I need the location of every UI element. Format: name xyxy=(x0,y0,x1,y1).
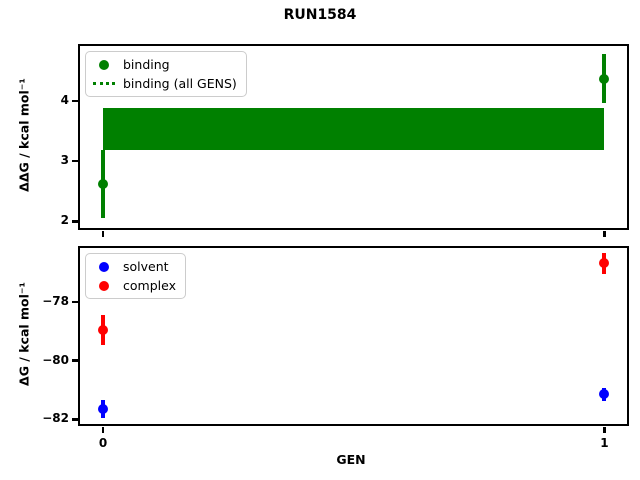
y-tick-mark xyxy=(71,220,78,223)
binding-legend: binding binding (all GENS) xyxy=(85,51,247,97)
binding-plot-panel: 2 3 4 binding binding (all GENS) xyxy=(61,44,629,237)
data-point-binding-gen0 xyxy=(98,179,109,190)
y-tick-label: −78 xyxy=(42,293,69,308)
y-tick-mark xyxy=(71,99,78,103)
x-tick-label: 0 xyxy=(98,436,108,450)
x-tick-mark xyxy=(603,426,606,433)
y-tick-label: −82 xyxy=(42,411,69,426)
binding-plot-area: 2 3 4 xyxy=(61,46,627,237)
legend-label-binding-all-gens: binding (all GENS) xyxy=(123,76,237,91)
data-point-solvent-gen0 xyxy=(98,404,109,415)
y-tick-label: 2 xyxy=(60,213,69,228)
x-tick-mark xyxy=(101,426,105,433)
bottom-y-axis-label: ΔG / kcal mol⁻¹ xyxy=(16,282,32,386)
data-point-complex-gen0 xyxy=(98,324,109,335)
data-point-binding-gen1 xyxy=(599,73,610,84)
legend-label-complex: complex xyxy=(123,278,176,293)
free-energy-plot-panel: −78 −80 −82 0 1 solvent complex xyxy=(42,246,629,450)
x-tick-label: 1 xyxy=(600,436,609,450)
x-tick-mark xyxy=(101,230,105,237)
legend-entry-complex: complex xyxy=(93,276,176,295)
legend-label-binding: binding xyxy=(123,57,170,72)
x-tick-mark xyxy=(603,230,606,237)
free-energy-legend: solvent complex xyxy=(85,253,186,299)
free-energy-plot-area: −78 −80 −82 0 1 xyxy=(42,248,627,450)
binding-marker-icon xyxy=(93,59,115,70)
y-tick-label: −80 xyxy=(42,352,69,367)
top-y-axis-label: ΔΔG / kcal mol⁻¹ xyxy=(16,78,32,192)
y-tick-mark xyxy=(71,418,78,421)
y-tick-mark xyxy=(71,159,78,163)
legend-entry-binding-all-gens: binding (all GENS) xyxy=(93,74,237,93)
x-axis-label: GEN xyxy=(336,452,366,467)
legend-entry-binding: binding xyxy=(93,55,237,74)
data-point-complex-gen1 xyxy=(599,258,610,269)
dotted-line-icon xyxy=(93,82,115,85)
y-tick-mark xyxy=(71,300,78,304)
data-point-solvent-gen1 xyxy=(599,389,610,400)
solvent-marker-icon xyxy=(93,261,115,272)
y-tick-label: 3 xyxy=(60,153,69,168)
all-gens-uncertainty-band xyxy=(103,108,605,151)
figure-title: RUN1584 xyxy=(283,7,357,23)
y-tick-mark xyxy=(71,359,78,362)
complex-marker-icon xyxy=(93,280,115,291)
legend-entry-solvent: solvent xyxy=(93,257,176,276)
legend-label-solvent: solvent xyxy=(123,259,169,274)
y-tick-label: 4 xyxy=(60,93,69,108)
